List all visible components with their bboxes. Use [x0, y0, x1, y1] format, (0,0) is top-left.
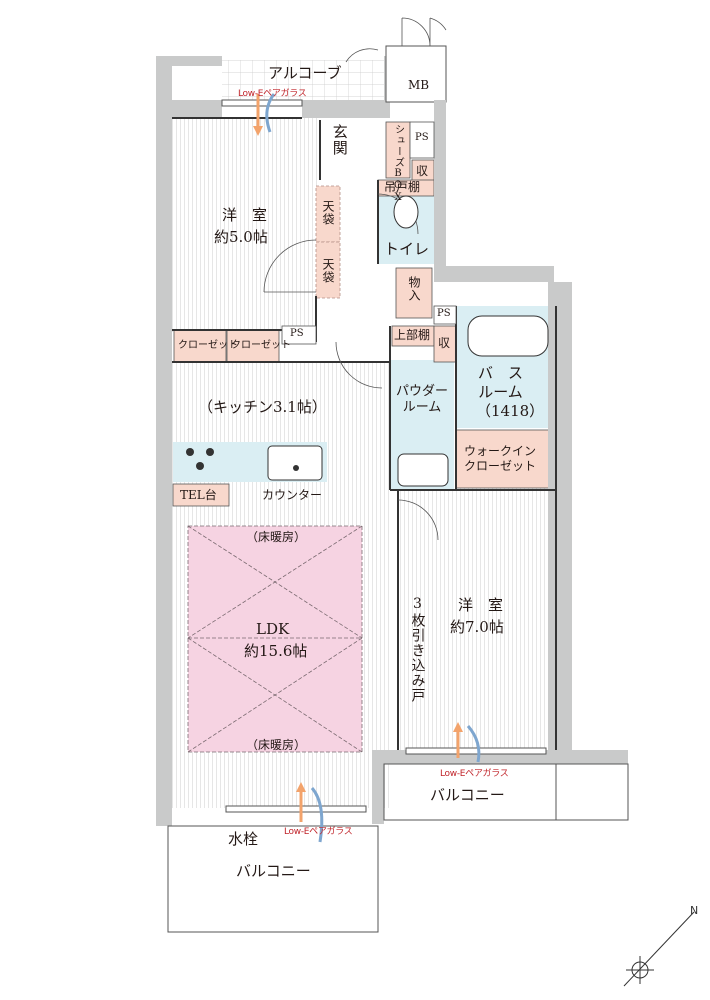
- counter-label: カウンター: [262, 488, 323, 502]
- shoes-box-label: シューズBOX: [392, 124, 404, 204]
- mb-door: [401, 17, 447, 47]
- tenbukuro-label-1: 天袋: [321, 200, 335, 226]
- floor-heating-label-bottom: （床暖房）: [246, 738, 307, 752]
- balcony-outlines: [167, 763, 629, 933]
- sliding-door-label: 3枚引き込み戸: [409, 596, 426, 703]
- room2-name: 洋 室: [458, 596, 504, 614]
- tsuridana-label: 吊戸棚: [384, 180, 421, 194]
- shoes-box: [385, 121, 411, 179]
- tenbukuro-2: [315, 241, 341, 299]
- monoire-box: [395, 267, 433, 319]
- ldk-size: 約15.6帖: [244, 642, 308, 660]
- tenbukuro-label-2: 天袋: [321, 258, 335, 284]
- balcony-label-left: バルコニー: [236, 862, 311, 880]
- room1-floor: [172, 118, 320, 332]
- tenbukuro-1: [315, 185, 341, 243]
- closet-1-box: [173, 329, 227, 363]
- room1-size: 約5.0帖: [214, 228, 268, 246]
- toilet-icon: [393, 195, 419, 229]
- ps-box-3: [433, 305, 457, 325]
- north-arrow-icon: N: [623, 904, 698, 987]
- alcove-floor: [222, 60, 386, 100]
- low-e-label-right: Low-Eペアガラス: [440, 769, 509, 779]
- ps-label-1: PS: [415, 132, 429, 143]
- room1-name: 洋 室: [222, 206, 268, 224]
- sink-icon: [267, 445, 323, 481]
- floor-heating-label-top: （床暖房）: [246, 530, 307, 544]
- genkan-label: 玄関: [330, 124, 349, 156]
- ldk-name: LDK: [256, 620, 290, 638]
- windows: [221, 99, 547, 813]
- floor-heating-area: [187, 525, 363, 753]
- ps-box-2: [281, 325, 317, 345]
- washbasin-icon: [397, 453, 449, 487]
- low-e-label-bottom: Low-Eペアガラス: [284, 827, 353, 837]
- bath-name: バ ス ルーム: [478, 364, 524, 401]
- toilet-label: トイレ: [384, 240, 430, 258]
- window-arrows: [253, 93, 481, 843]
- bathtub-icon: [467, 315, 549, 357]
- ps-label-2: PS: [290, 328, 304, 339]
- mb-label: MB: [408, 78, 430, 92]
- svg-text:N: N: [690, 904, 698, 917]
- room2-size: 約7.0帖: [450, 618, 504, 636]
- balcony-label-right: バルコニー: [430, 786, 505, 804]
- tel-box: [172, 483, 230, 507]
- kitchen-label: （キッチン3.1帖）: [198, 398, 327, 416]
- closet-2-box: [226, 329, 280, 363]
- door-swings: [263, 193, 439, 541]
- ps-box-1: [409, 121, 435, 159]
- bath-size: （1418）: [476, 402, 545, 420]
- monoire-label: 物入: [407, 276, 421, 302]
- tel-label: TEL台: [180, 488, 217, 502]
- suisen-label: 水栓: [228, 830, 259, 848]
- closet-label-2: クローゼット: [231, 340, 291, 351]
- alcove-label: アルコーブ: [268, 64, 342, 82]
- ps-label-3: PS: [437, 308, 451, 319]
- shu-label-2: 収: [438, 336, 451, 350]
- jobudana-label: 上部棚: [394, 328, 431, 342]
- walkin-closet-label: ウォークイン クローゼット: [464, 444, 537, 473]
- low-e-label-top: Low-Eペアガラス: [238, 89, 307, 99]
- room2-floor: [398, 488, 556, 750]
- shu-label-1: 収: [416, 164, 429, 178]
- closet-label-1: クローゼット: [178, 340, 238, 351]
- powder-room-label: パウダー ルーム: [396, 384, 449, 416]
- walls: [156, 45, 628, 826]
- walkin-closet-box: [455, 429, 557, 489]
- gas-stove-icon: [186, 448, 214, 470]
